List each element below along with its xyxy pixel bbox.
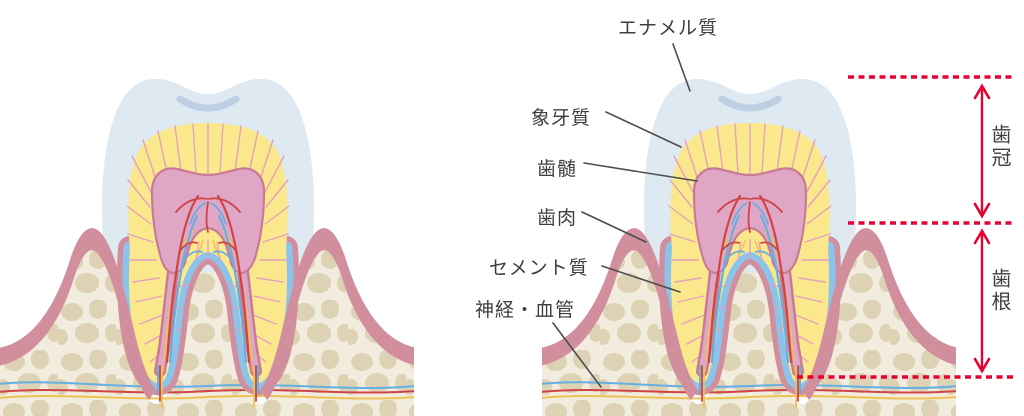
left-tooth-illustration bbox=[0, 79, 418, 416]
label-gum: 歯肉 bbox=[537, 207, 578, 229]
leader-line-gum bbox=[581, 211, 647, 243]
center-gutter bbox=[414, 0, 542, 416]
crown-extent-arrow bbox=[973, 84, 991, 218]
label-dentin: 象牙質 bbox=[531, 107, 592, 129]
leader-line-nerve-vessel bbox=[552, 322, 602, 388]
label-root: 歯根 bbox=[988, 268, 1012, 314]
label-crown: 歯冠 bbox=[988, 124, 1012, 170]
label-cementum: セメント質 bbox=[489, 257, 589, 279]
leader-line-pulp bbox=[583, 162, 698, 182]
leader-line-enamel bbox=[672, 43, 691, 92]
leader-line-dentin bbox=[605, 111, 682, 148]
leader-line-cementum bbox=[601, 265, 681, 293]
right-gutter bbox=[956, 0, 1024, 416]
label-pulp: 歯髄 bbox=[537, 158, 578, 180]
measurement-annotations bbox=[797, 75, 1014, 379]
right-tooth-illustration bbox=[540, 79, 960, 416]
label-nerve-vessel: 神経・血管 bbox=[475, 299, 576, 321]
label-enamel: エナメル質 bbox=[618, 17, 719, 39]
root-extent-arrow bbox=[973, 229, 991, 373]
leader-lines bbox=[552, 43, 698, 388]
